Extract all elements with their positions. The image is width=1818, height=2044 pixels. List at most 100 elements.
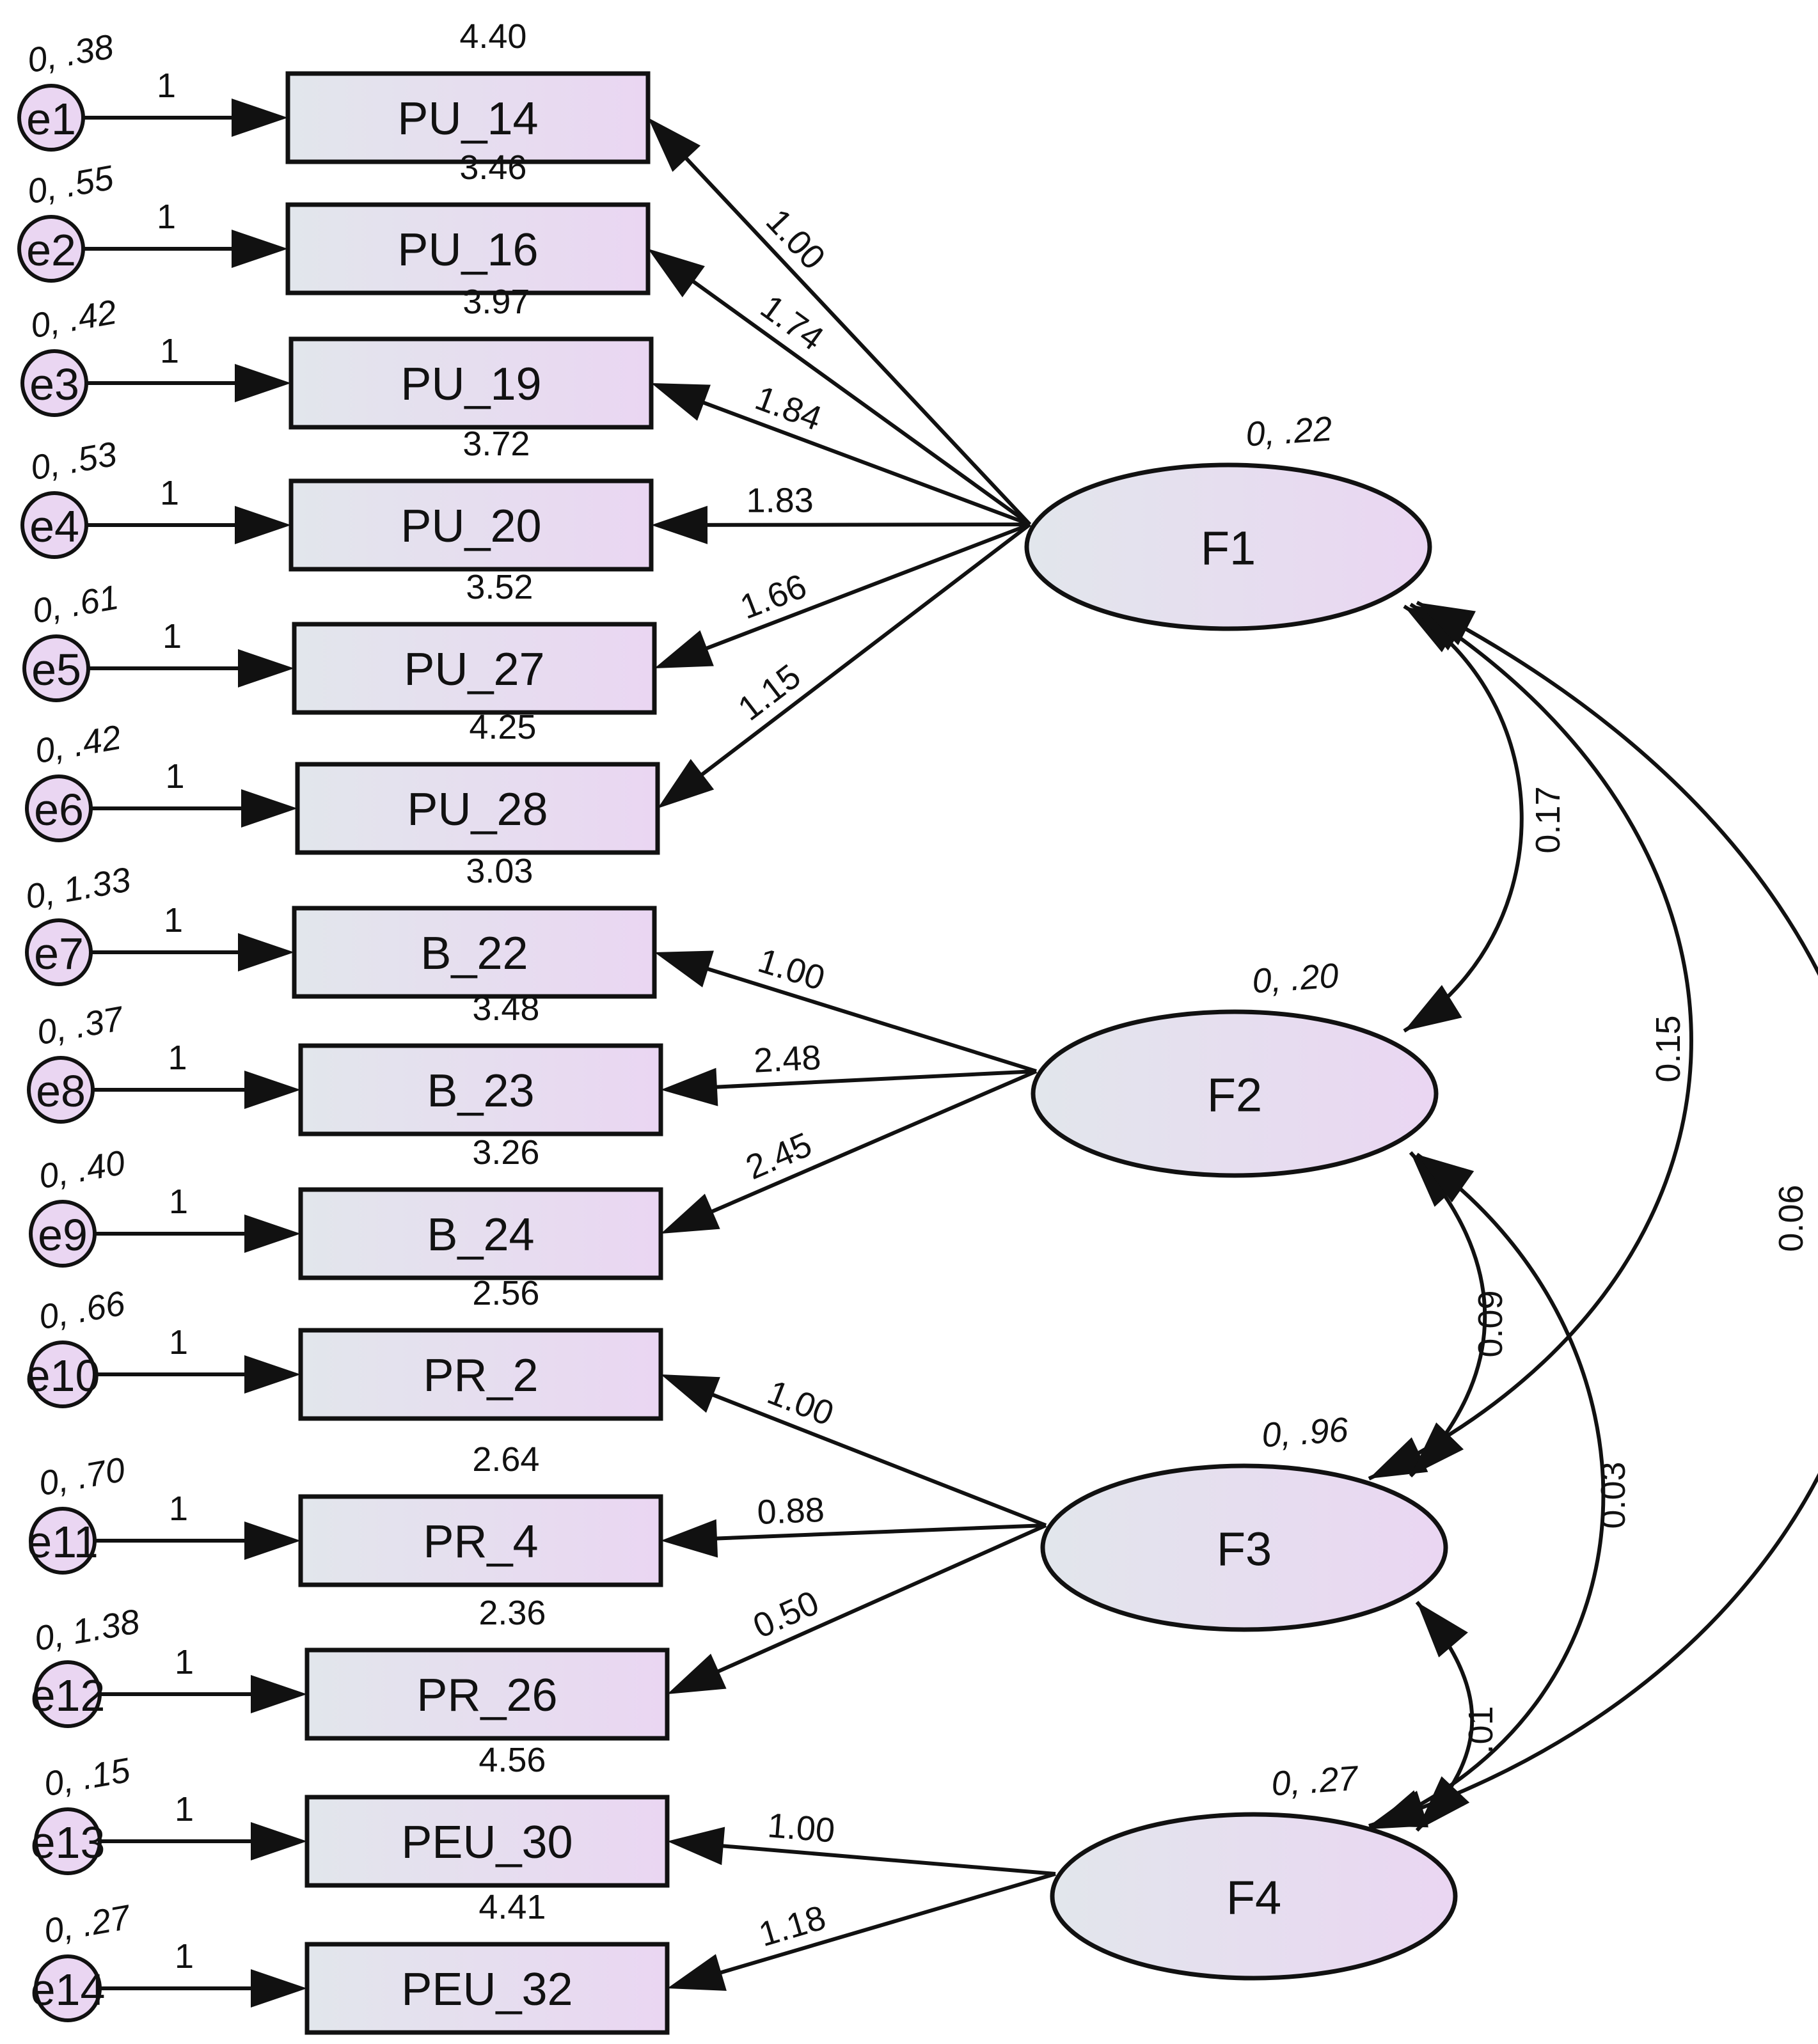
- loading-arrow-PU_28: [658, 759, 715, 808]
- fixed-weight-e11: 1: [169, 1490, 188, 1528]
- loading-arrow-PR_26: [667, 1653, 727, 1694]
- mean-label-PEU_30: 4.56: [478, 1741, 546, 1779]
- loading-path-PU_16: [677, 269, 1031, 526]
- error-arrow-e11: [244, 1521, 301, 1560]
- observed-label-PU_20: PU_20: [400, 501, 541, 552]
- loading-label-PU_14: 1.00: [759, 201, 833, 277]
- covariance-arrow-F2-F3-end: [1411, 1422, 1464, 1476]
- error-e9: [29, 1200, 97, 1268]
- mean-label-PR_26: 2.36: [478, 1594, 546, 1632]
- observed-label-PU_16: PU_16: [397, 224, 538, 276]
- observed-label-PU_28: PU_28: [407, 784, 548, 835]
- loading-label-B_23: 2.48: [753, 1039, 822, 1080]
- error-variance-e10: 0, .66: [36, 1284, 128, 1337]
- observed-label-PU_27: PU_27: [404, 644, 544, 695]
- error-label-e9: e9: [38, 1210, 88, 1260]
- observed-label-B_22: B_22: [420, 928, 528, 979]
- latent-F3: [1040, 1463, 1448, 1632]
- error-e3: [20, 349, 88, 417]
- error-label-e4: e4: [29, 501, 79, 551]
- loading-arrow-PU_14: [648, 118, 701, 172]
- covariance-label-F1-F4: 0.06: [1772, 1184, 1810, 1252]
- covariance-label-F1-F2: 0.17: [1529, 786, 1567, 853]
- loading-path-PU_27: [689, 523, 1031, 657]
- loading-path-PU_14: [672, 144, 1032, 526]
- loading-arrow-PU_16: [648, 249, 705, 297]
- mean-label-PU_20: 3.72: [462, 425, 530, 463]
- observed-PU_14: [285, 71, 651, 164]
- covariance-label-F2-F3: 0.09: [1471, 1290, 1510, 1357]
- fixed-weight-e4: 1: [160, 474, 179, 512]
- error-e1: [17, 84, 85, 152]
- error-variance-e12: 0, 1.38: [31, 1602, 142, 1658]
- covariance-path-F1-F2: [1403, 604, 1524, 1033]
- observed-B_24: [298, 1187, 663, 1280]
- loading-path-PR_2: [695, 1387, 1047, 1527]
- covariance-label-F1-F3: 0.15: [1649, 1015, 1688, 1082]
- loading-label-PU_27: 1.66: [735, 567, 812, 627]
- error-variance-e13: 0, .15: [41, 1751, 133, 1804]
- fixed-weight-e3: 1: [160, 332, 179, 370]
- covariance-path-F2-F4: [1368, 1152, 1606, 1831]
- latent-label-F2: F2: [1207, 1069, 1262, 1122]
- observed-label-PR_26: PR_26: [416, 1670, 557, 1721]
- error-label-e6: e6: [34, 785, 84, 835]
- loading-path-PU_28: [686, 523, 1031, 787]
- observed-label-PEU_32: PEU_32: [401, 1964, 573, 2015]
- observed-PR_26: [304, 1647, 670, 1741]
- covariance-path-F1-F4: [1368, 601, 1818, 1828]
- error-arrow-e1: [232, 98, 288, 137]
- loading-path-PR_4: [699, 1523, 1047, 1541]
- loading-arrow-PEU_30: [667, 1827, 725, 1866]
- mean-label-PU_14: 4.40: [459, 17, 526, 56]
- error-e7: [25, 918, 93, 986]
- observed-label-B_23: B_23: [427, 1065, 534, 1117]
- error-variance-e5: 0, .61: [29, 578, 121, 631]
- loading-label-PU_20: 1.83: [747, 482, 814, 520]
- loading-label-PU_28: 1.15: [731, 657, 808, 728]
- covariance-arrow-F3-F4-start: [1417, 1602, 1468, 1658]
- error-variance-e9: 0, .40: [36, 1144, 127, 1197]
- mean-label-PR_2: 2.56: [472, 1274, 539, 1312]
- latent-label-F1: F1: [1201, 522, 1256, 575]
- loading-arrow-B_24: [661, 1193, 720, 1234]
- error-e11: [29, 1507, 97, 1575]
- mean-label-PR_4: 2.64: [472, 1440, 539, 1479]
- loading-arrow-PU_27: [654, 630, 714, 668]
- loading-path-B_24: [695, 1069, 1038, 1220]
- loading-arrow-PR_4: [661, 1519, 718, 1558]
- covariance-path-F1-F3: [1368, 602, 1693, 1481]
- observed-B_23: [298, 1043, 663, 1136]
- loading-path-PR_26: [701, 1523, 1047, 1681]
- observed-PU_28: [295, 762, 660, 855]
- loading-arrow-B_22: [654, 950, 714, 987]
- fixed-weight-e6: 1: [165, 757, 184, 796]
- error-variance-e8: 0, .37: [34, 999, 127, 1052]
- observed-PR_4: [298, 1494, 663, 1587]
- loading-arrow-PR_2: [661, 1374, 720, 1413]
- error-variance-e14: 0, .27: [41, 1898, 134, 1951]
- fixed-weight-e7: 1: [164, 901, 183, 939]
- covariance-arrow-F2-F4-end: [1369, 1790, 1428, 1829]
- error-variance-e1: 0, .38: [24, 28, 116, 81]
- error-label-e8: e8: [36, 1066, 86, 1116]
- loading-arrow-PU_20: [651, 505, 708, 544]
- loading-label-PU_19: 1.84: [750, 379, 826, 438]
- observed-B_22: [292, 906, 657, 999]
- covariance-arrow-F1-F2-end: [1404, 985, 1462, 1031]
- error-arrow-e6: [241, 789, 297, 828]
- observed-PR_2: [298, 1328, 663, 1421]
- error-variance-e6: 0, .42: [32, 718, 123, 771]
- mean-label-PU_19: 3.97: [462, 283, 530, 321]
- loading-path-PEU_30: [705, 1843, 1056, 1876]
- loading-arrow-PU_19: [651, 383, 711, 421]
- error-label-e1: e1: [26, 94, 76, 144]
- latent-variance-F2: 0, .20: [1251, 956, 1340, 1000]
- loading-label-B_24: 2.45: [740, 1125, 817, 1187]
- error-e5: [22, 634, 90, 702]
- error-label-e10: e10: [26, 1351, 100, 1401]
- loading-arrow-B_23: [661, 1067, 718, 1106]
- error-label-e5: e5: [31, 645, 81, 695]
- loading-path-B_23: [699, 1069, 1037, 1090]
- latent-variance-F3: 0, .96: [1261, 1410, 1350, 1454]
